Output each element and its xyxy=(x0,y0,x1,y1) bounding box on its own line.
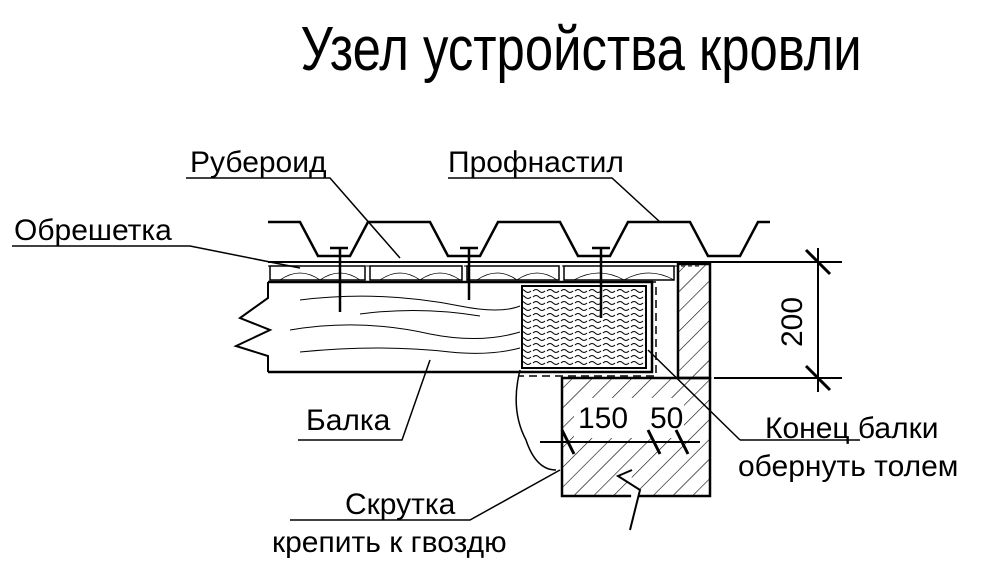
dim-wall: 150 xyxy=(578,402,628,435)
dim-height: 200 xyxy=(776,297,809,347)
beam-end-wrap xyxy=(521,285,647,369)
tol-wrap-line xyxy=(518,281,657,377)
leader-lines xyxy=(12,177,860,521)
profnastil-sheet xyxy=(268,220,770,258)
dim-offset: 50 xyxy=(650,402,683,435)
label-balka: Балка xyxy=(306,404,391,437)
label-obernut-tolem: обернуть толем xyxy=(738,450,958,483)
obreshetka-battens xyxy=(269,265,675,281)
label-obreshetka: Обрешетка xyxy=(14,214,172,247)
label-profnastil: Профнастил xyxy=(448,146,624,179)
label-krepit: крепить к гвоздю xyxy=(272,526,507,559)
wall xyxy=(560,262,712,531)
balka-beam xyxy=(233,280,654,374)
page-title: Узел устройства кровли xyxy=(300,15,861,84)
label-konec-balki: Конец балки xyxy=(765,412,939,445)
height-dimension xyxy=(700,248,842,392)
label-ruberoid: Рубероид xyxy=(190,146,327,179)
label-skrutka: Скрутка xyxy=(345,488,456,521)
width-dimension xyxy=(540,429,700,455)
